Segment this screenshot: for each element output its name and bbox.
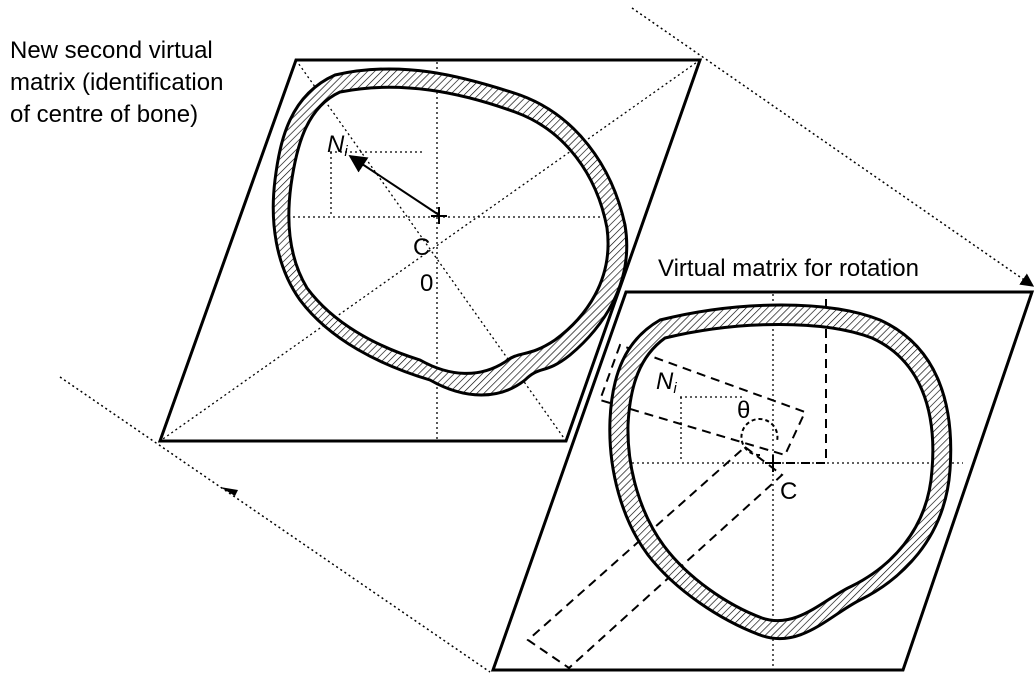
left-matrix-caption: New second virtual matrix (identificatio… — [10, 35, 223, 131]
right-centre-mark — [765, 455, 781, 472]
left-origin-label: 0 — [420, 270, 433, 297]
left-point-label: Ni — [327, 131, 348, 160]
right-point-label: Ni — [656, 368, 677, 397]
angle-arc — [740, 418, 779, 457]
left-centre-label: C — [413, 234, 430, 261]
right-matrix: C θ Ni — [490, 290, 1035, 672]
rotation-guide-lower — [59, 376, 491, 673]
left-centre-mark — [431, 207, 447, 224]
rotation-arrow-lower-head — [220, 487, 238, 496]
rotation-arrow-upper — [631, 7, 1035, 287]
right-matrix-frame — [490, 290, 1035, 672]
right-centre-label: C — [780, 478, 797, 505]
right-rotation-boxes — [526, 291, 827, 670]
left-matrix: C 0 Ni — [157, 58, 703, 443]
left-bone-cortex — [271, 67, 629, 397]
angle-label: θ — [737, 397, 750, 424]
left-caption-line-1: New second virtual — [10, 37, 213, 64]
rotation-guides — [59, 7, 1035, 673]
left-normal-arrow — [348, 155, 440, 216]
right-matrix-caption: Virtual matrix for rotation — [658, 255, 919, 282]
left-caption-line-2: matrix (identification — [10, 69, 224, 96]
left-caption-line-3: of centre of bone) — [10, 101, 199, 128]
right-bone-cortex — [608, 303, 953, 641]
